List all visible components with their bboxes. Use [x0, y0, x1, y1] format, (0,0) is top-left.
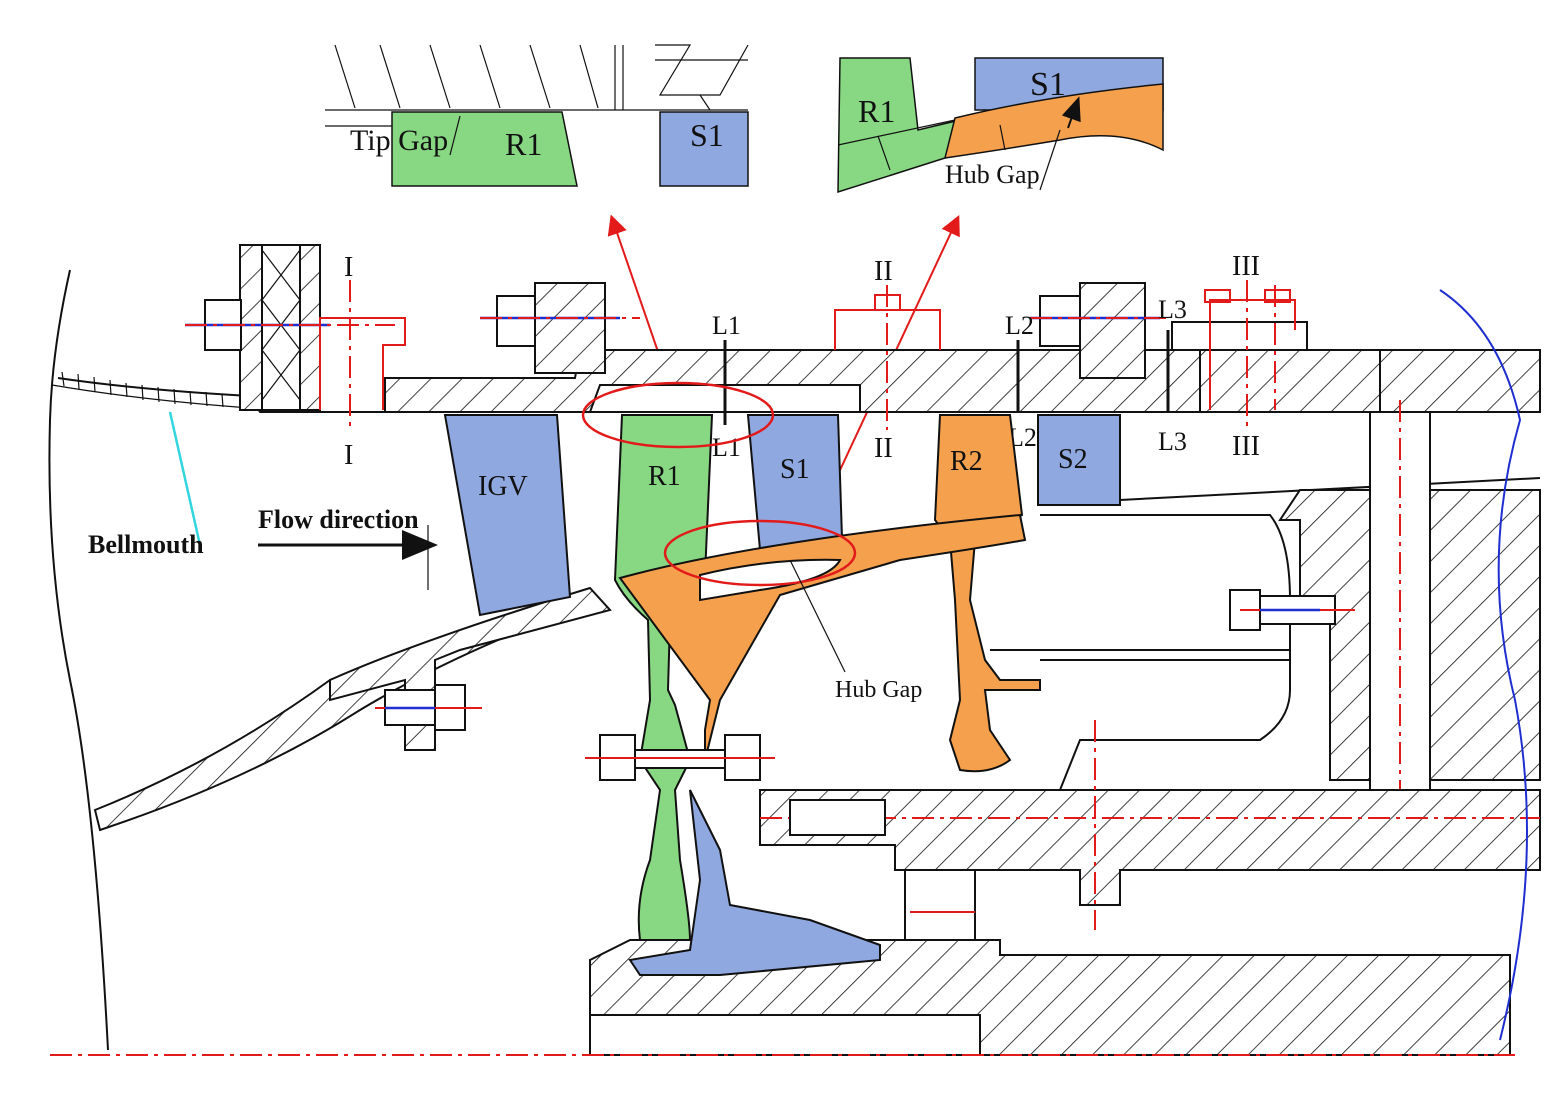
- section-II-flange: [834, 285, 941, 430]
- r2-label: R2: [950, 446, 983, 477]
- tip-callout-arrow: [607, 214, 666, 373]
- L3-top-label: L3: [1158, 295, 1187, 324]
- flow-direction-label: Flow direction: [258, 505, 419, 534]
- L2-top-label: L2: [1005, 311, 1034, 340]
- drum-bolt: [1229, 589, 1355, 631]
- section-II-bottom-label: II: [874, 433, 893, 464]
- r1-label: R1: [648, 461, 681, 492]
- inset-tip-gap-label: Tip Gap: [350, 124, 448, 157]
- bellmouth-outer-contour: [48, 269, 109, 1051]
- bellmouth-ribs: [61, 371, 224, 408]
- section-I-bottom-label: I: [344, 440, 353, 471]
- rotor-r2-blade-and-disk: [933, 414, 1041, 773]
- bellmouth-pointer-line: [168, 411, 202, 546]
- inset-tip-r1-label: R1: [505, 126, 542, 162]
- inset-hub-r1-label: R1: [858, 93, 895, 129]
- stator-s2-blade: [1037, 414, 1121, 506]
- igv-blade: [443, 414, 572, 617]
- hub-gap-inset: R1 S1 Hub Gap: [837, 57, 1164, 194]
- inset-stator-s1-blade: [659, 111, 749, 187]
- s2-label: S2: [1058, 444, 1088, 475]
- hub-gap-label: Hub Gap: [835, 677, 922, 703]
- igv-inner-ring: [329, 586, 612, 751]
- hub-gap-highlight-ellipse: [663, 519, 857, 587]
- rotor-bolt: [585, 734, 775, 781]
- stator-inner-support: [628, 789, 881, 976]
- inset-hub-s1-label: S1: [1030, 66, 1066, 103]
- section-III-flange: [1204, 280, 1296, 430]
- section-III-top-label: III: [1232, 251, 1260, 282]
- tip-gap-inset: Tip Gap R1 S1: [325, 44, 749, 187]
- stage2-flange-bolt: [1030, 282, 1170, 379]
- casing-hatch-lines: [325, 44, 749, 111]
- right-break-line: [1439, 289, 1528, 1041]
- section-I-top-label: I: [344, 252, 353, 283]
- inset-hub-orange-hub: [944, 83, 1164, 159]
- inset-tip-s1-label: S1: [690, 117, 724, 153]
- inset-rotor-r1-blade: [391, 111, 578, 187]
- section-II-top-label: II: [874, 256, 893, 287]
- igv-hub-bolt: [375, 684, 482, 731]
- front-flange-bolt: [185, 244, 406, 411]
- s1-label: S1: [780, 454, 810, 485]
- tip-gap-highlight-ellipse: [581, 381, 775, 449]
- L1-bottom-label: L1: [712, 433, 741, 462]
- L3-bottom-label: L3: [1158, 427, 1187, 456]
- L1-top-label: L1: [712, 311, 741, 340]
- igv-label: IGV: [478, 471, 528, 502]
- bearing: [904, 869, 976, 951]
- bellmouth-label: Bellmouth: [88, 530, 204, 559]
- inset-hub-gap-label: Hub Gap: [945, 160, 1040, 189]
- section-III-bottom-label: III: [1232, 431, 1260, 462]
- stage1-flange-bolt: [480, 282, 640, 374]
- inset-hub-rotor-r1-blade: [837, 57, 962, 194]
